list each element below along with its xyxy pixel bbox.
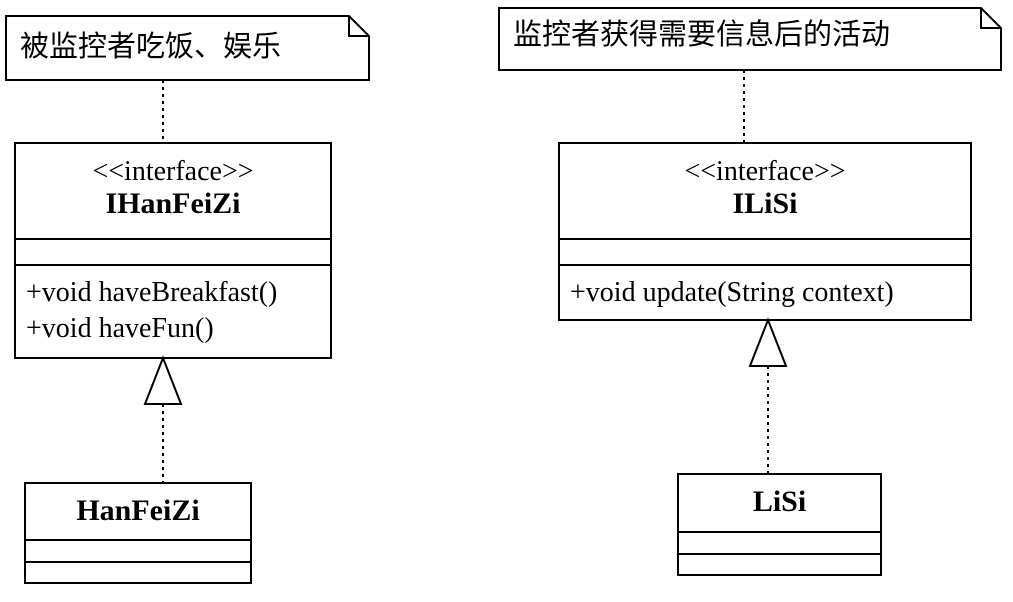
note-right-text: 监控者获得需要信息后的活动 — [513, 19, 891, 51]
class-name: ILiSi — [732, 187, 798, 220]
class-hanfeizi-attributes — [26, 541, 250, 563]
class-name: LiSi — [752, 485, 807, 518]
class-ihanfeizi-methods: +void haveBreakfast() +void haveFun() — [16, 266, 330, 347]
class-ilisi-attributes — [560, 240, 970, 266]
stereotype-label: <<interface>> — [92, 156, 254, 187]
realization-arrowhead-left — [143, 355, 183, 405]
note-left-text: 被监控者吃饭、娱乐 — [20, 31, 282, 63]
method-update: +void update(String context) — [570, 277, 894, 308]
class-ilisi-header: <<interface>> ILiSi — [560, 144, 970, 240]
note-left: 被监控者吃饭、娱乐 — [6, 16, 349, 82]
class-ilisi-methods: +void update(String context) — [560, 266, 970, 311]
class-ihanfeizi-header: <<interface>> IHanFeiZi — [16, 144, 330, 240]
method-have-fun: +void haveFun() — [26, 313, 214, 344]
class-lisi[interactable]: LiSi — [677, 473, 882, 576]
class-lisi-header: LiSi — [679, 475, 880, 533]
class-hanfeizi[interactable]: HanFeiZi — [24, 482, 252, 584]
class-ihanfeizi-attributes — [16, 240, 330, 266]
realization-arrowhead-right — [748, 317, 788, 367]
method-have-breakfast: +void haveBreakfast() — [26, 277, 278, 308]
class-ilisi[interactable]: <<interface>> ILiSi +void update(String … — [558, 142, 972, 321]
note-right-outline — [498, 7, 1002, 71]
note-left-outline — [5, 15, 370, 81]
class-ihanfeizi[interactable]: <<interface>> IHanFeiZi +void haveBreakf… — [14, 142, 332, 359]
class-name: HanFeiZi — [76, 494, 200, 527]
class-name: IHanFeiZi — [105, 187, 241, 220]
class-lisi-attributes — [679, 533, 880, 555]
class-hanfeizi-header: HanFeiZi — [26, 484, 250, 541]
stereotype-label: <<interface>> — [684, 156, 846, 187]
note-right: 监控者获得需要信息后的活动 — [499, 8, 981, 70]
